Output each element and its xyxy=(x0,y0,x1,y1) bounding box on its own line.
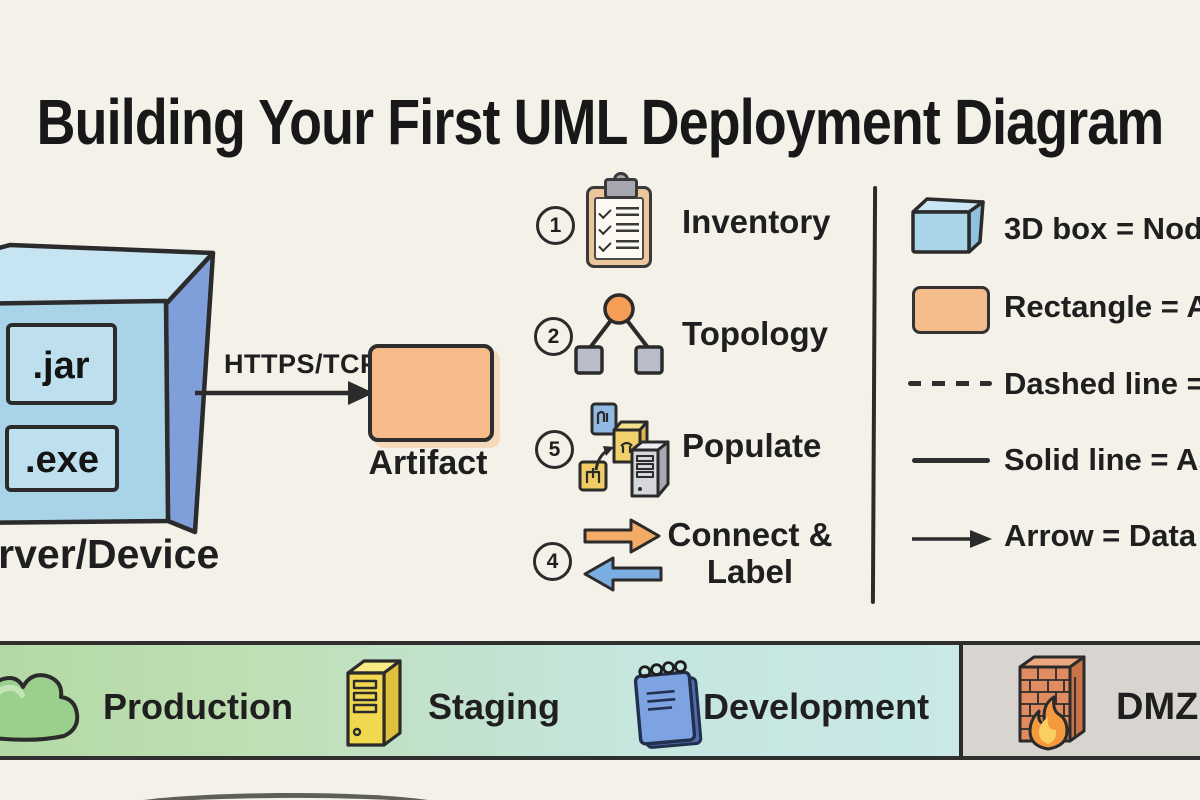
checkmark-icon xyxy=(598,221,612,236)
orange-right-arrow xyxy=(583,518,661,554)
clipboard-clip xyxy=(604,178,638,199)
env-dmz-label: DMZ xyxy=(1116,686,1199,728)
rectangle-icon xyxy=(912,286,990,334)
checkmark-icon xyxy=(598,238,612,252)
step-inventory-label: Inventory xyxy=(682,203,831,240)
exe-artifact-label: .exe xyxy=(25,439,99,481)
connect-label-line2: Label xyxy=(706,553,794,590)
artifact-rectangle xyxy=(368,344,494,442)
jar-artifact-box xyxy=(6,323,117,405)
step-number-2: 2 xyxy=(534,317,573,356)
list-lines xyxy=(615,206,639,218)
clipboard-checklist-icon xyxy=(586,172,652,268)
topology-tree-icon xyxy=(574,293,664,375)
solid-line-icon xyxy=(912,458,990,463)
firewall-icon xyxy=(1018,655,1086,751)
blue-left-arrow xyxy=(583,556,663,592)
step-number-5-text: 5 xyxy=(548,437,561,461)
legend-divider-line xyxy=(870,185,877,605)
connection-protocol-label: HTTPS/TCP xyxy=(224,349,379,379)
legend-association-label: Solid line = Association xyxy=(1004,442,1200,477)
env-production-label: Production xyxy=(103,686,293,727)
notebook-icon xyxy=(633,660,703,749)
server-node-3d-box: .jar .exe xyxy=(0,242,216,535)
packages-server-icon xyxy=(578,402,670,498)
list-lines xyxy=(615,239,639,251)
step-number-4: 4 xyxy=(533,542,572,581)
server-tower-icon xyxy=(346,659,402,747)
cloud-icon xyxy=(0,673,80,742)
step-number-1-text: 1 xyxy=(549,213,562,237)
step-topology-label: Topology xyxy=(682,315,829,352)
env-development-label: Development xyxy=(703,686,930,727)
legend-dataflow-label: Arrow = Data flow xyxy=(1004,518,1200,553)
jar-artifact-label: .jar xyxy=(32,345,89,387)
flame xyxy=(1028,695,1069,751)
legend-artifact-label: Rectangle = Artifact xyxy=(1004,289,1200,324)
server-device-label: Server/Device xyxy=(0,531,220,577)
list-lines xyxy=(615,223,639,234)
step-number-2-text: 2 xyxy=(547,324,560,348)
bottom-edge-stroke xyxy=(101,791,455,800)
step-connect-label: Connect & Label xyxy=(660,516,840,590)
page-title: Building Your First UML Deployment Diagr… xyxy=(36,85,1164,158)
step-number-4-text: 4 xyxy=(546,549,559,573)
env-staging-label: Staging xyxy=(428,686,560,727)
step-number-1: 1 xyxy=(536,206,575,245)
artifact-label: Artifact xyxy=(368,444,488,482)
connection-arrow xyxy=(195,381,374,405)
arrow-icon xyxy=(912,530,992,548)
exe-artifact-box xyxy=(5,425,119,492)
connect-label-line1: Connect & xyxy=(667,516,833,553)
step-number-5: 5 xyxy=(535,430,574,469)
3d-box-icon xyxy=(911,197,985,254)
dashed-line-icon xyxy=(908,381,992,386)
legend-dependency-label: Dashed line = Dependency xyxy=(1004,366,1200,401)
checkmark-icon xyxy=(598,205,612,219)
legend-node-label: 3D box = Node xyxy=(1004,211,1200,246)
environments-band: Production Staging xyxy=(0,641,1200,760)
step-populate-label: Populate xyxy=(682,427,822,464)
double-arrows-icon xyxy=(583,518,663,592)
clipboard-paper xyxy=(594,197,644,260)
dmz-divider-line xyxy=(959,645,963,756)
